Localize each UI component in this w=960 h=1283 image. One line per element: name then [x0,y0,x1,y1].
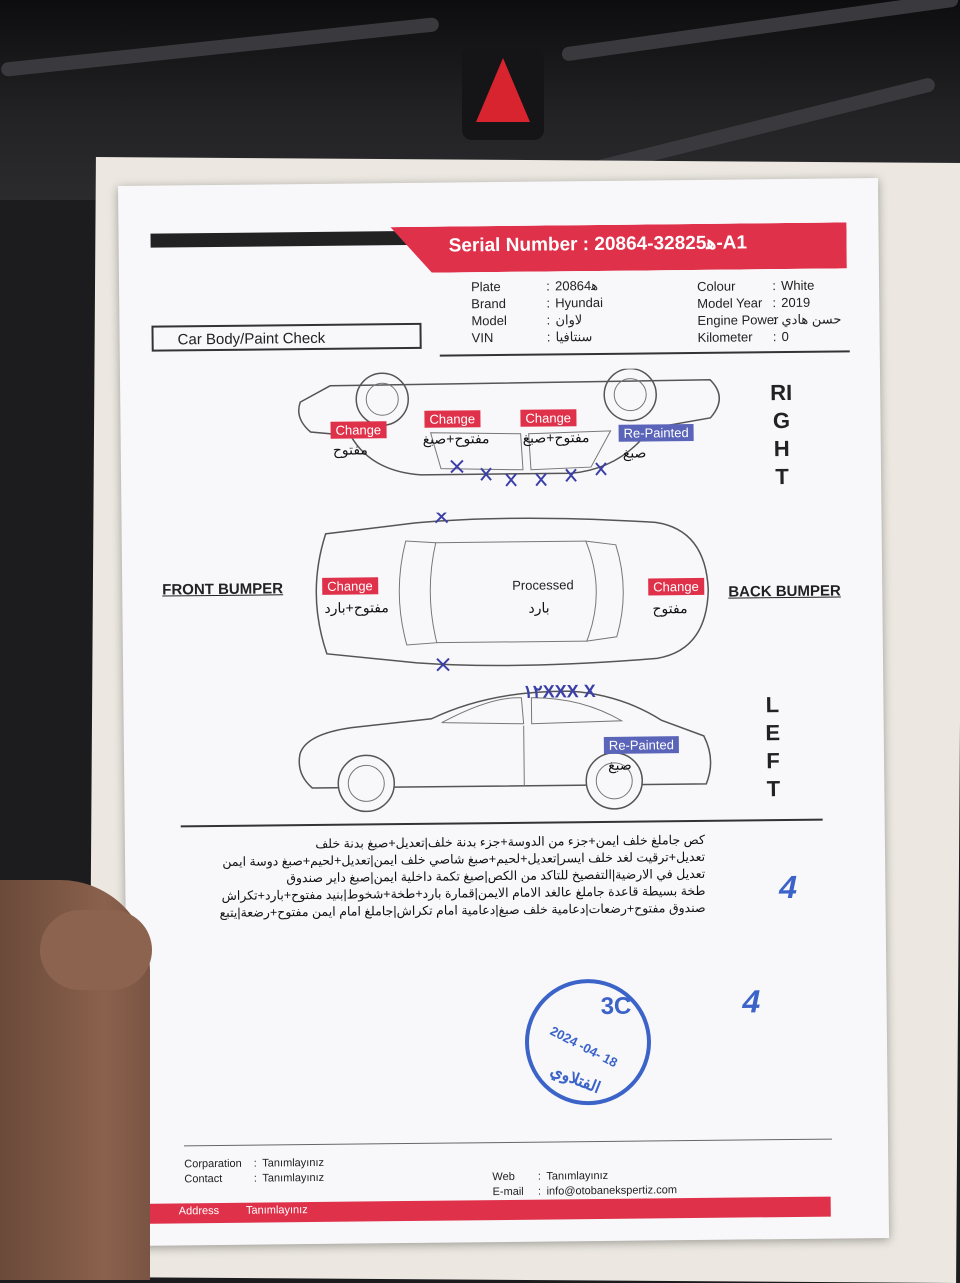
thumb [40,910,152,990]
inspection-stamp: 3C 2024 -04- 18 الفتلاوي [524,978,652,1106]
info-row: Model Year:2019 [697,294,811,311]
address-label: Address [178,1204,220,1218]
tag-change: Change [322,577,378,595]
header-bar [150,230,421,248]
stamp-code: 3C [600,992,632,1020]
note-arabic: صبغ [608,756,632,773]
info-row: Model:لاوان [471,312,583,329]
note-arabic: مفتوح [652,600,688,617]
address-value: Tanımlayınız [245,1204,308,1217]
footer-right: Web:Tanımlayınız E-mail:info@otobanekspe… [492,1168,677,1200]
info-row: Plate:ﻫ20864 [470,277,599,295]
roof-label: Processed [512,577,574,593]
footer-row: Contact:Tanımlayınız [184,1171,325,1186]
back-bumper-label: BACK BUMPER [728,582,841,601]
footer-left: Corparation:Tanımlayınız Contact:Tanımla… [184,1156,324,1187]
info-row: VIN:سنتافيا [471,329,593,346]
car-top-view-diagram [315,509,710,672]
note-arabic: مفتوح+صبغ [422,430,490,447]
damage-notes: كص جاملغ خلف ايمن+جزء من الدوسة+جزء بدنة… [185,832,706,922]
car-left-side-diagram [298,690,712,813]
vehicle-info-right: Colour:White Model Year:2019 Engine Powe… [697,276,842,346]
tag-repainted: Re-Painted [618,423,694,442]
hazard-button [462,48,544,140]
info-row: Kilometer:0 [697,328,789,345]
footer-row: Corparation:Tanımlayınız [184,1156,325,1171]
note-arabic: صبغ [622,444,647,461]
info-row: Brand:Hyundai [471,294,604,312]
side-label-right: RIGHT [770,379,793,490]
note-arabic: مفتوح [332,441,368,458]
info-row: Engine Power:حسن هادي [697,311,842,328]
tag-change: Change [424,410,481,428]
serial-value: ﻫ32825-20864-A1 [594,232,748,256]
page-title: Car Body/Paint Check [151,322,422,352]
serial-label: Serial Number : [448,234,590,257]
handwritten-mark: 4 [739,983,765,1020]
handwritten-mark: 4 [775,868,801,906]
info-row: Colour:White [697,277,815,294]
hazard-triangle-icon [476,58,530,122]
air-vent [560,0,960,62]
note-arabic: مفتوح+بارد [324,599,389,616]
inspection-sheet: Serial Number : ﻫ32825-20864-A1 Car Body… [118,178,890,1246]
handwriting-marks: ١٢XXX X [523,681,596,702]
tag-change: Change [648,577,704,596]
air-vent [0,17,440,77]
tag-change: Change [520,409,577,427]
divider [439,350,850,357]
note-arabic: مفتوح+صبغ [522,429,590,446]
stamp-name: الفتلاوي [547,1062,603,1098]
front-bumper-label: FRONT BUMPER [162,580,284,599]
tag-repainted: Re-Painted [603,736,680,754]
serial-number: Serial Number : ﻫ32825-20864-A1 [449,231,748,257]
vehicle-info-left: Plate:ﻫ20864 Brand:Hyundai Model:لاوان V… [471,277,603,346]
divider [184,1138,833,1147]
tag-change: Change [330,421,387,439]
footer-address: Address Tanımlayınız [178,1204,332,1218]
side-label-left: LEFT [765,692,781,802]
note-arabic: بارد [528,599,550,616]
